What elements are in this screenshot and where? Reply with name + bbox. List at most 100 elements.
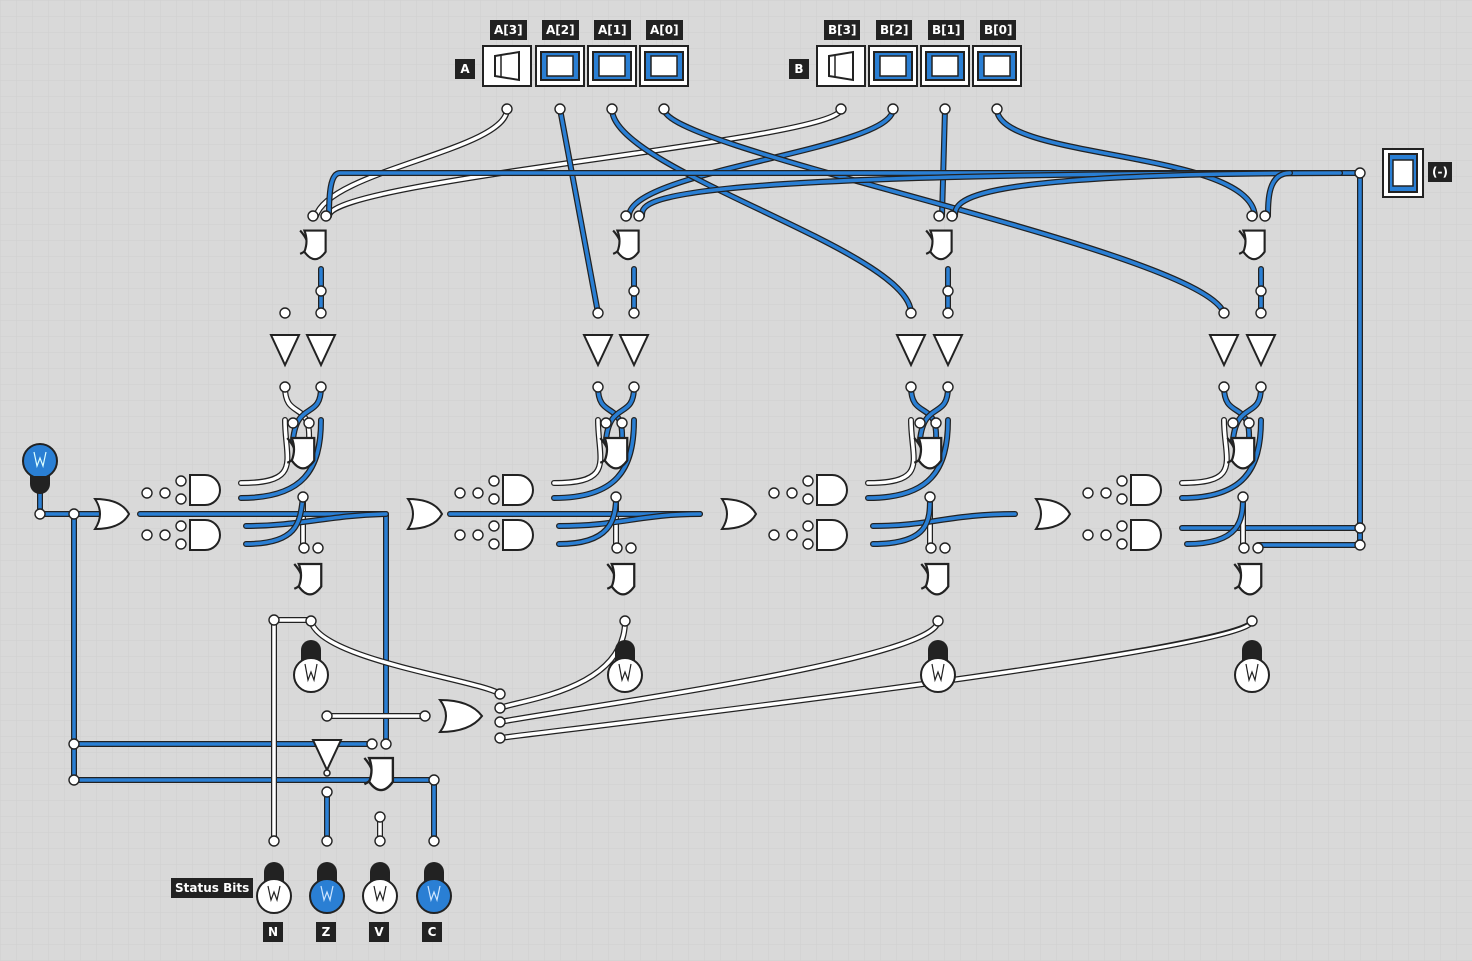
switch-a0-on-face (650, 55, 678, 77)
pin (1218, 381, 1230, 393)
status-lamp-C (416, 878, 452, 914)
wire-55-core (498, 619, 940, 724)
slice-2-bulb-filament (618, 663, 632, 683)
carry-in-lamp-base (30, 476, 50, 494)
pin (268, 614, 280, 626)
wire-56-core (498, 619, 1254, 740)
pin (1238, 542, 1250, 554)
pins (34, 103, 1366, 847)
wire-10-core (640, 171, 1342, 218)
slice-1-bulb-filament (931, 663, 945, 683)
slice-1-or (720, 497, 758, 531)
slice-1-bulb (920, 657, 956, 693)
input-b-group-label: B (789, 59, 809, 79)
input-a-group-label: A (455, 59, 475, 79)
status-lamp-V-filament (373, 885, 387, 903)
pin (619, 615, 631, 627)
pin (942, 285, 954, 297)
pin (472, 487, 484, 499)
switch-a3-off-face (494, 50, 520, 82)
pin (454, 487, 466, 499)
pin (321, 835, 333, 847)
pin (1354, 539, 1366, 551)
pin (633, 210, 645, 222)
pin (1116, 475, 1128, 487)
pin (1259, 210, 1271, 222)
pin (628, 285, 640, 297)
slice-0-buffer-0 (1208, 334, 1240, 368)
input-a2-label: A[2] (542, 20, 579, 40)
pin (942, 307, 954, 319)
pin (488, 520, 500, 532)
input-a0-label: A[0] (646, 20, 683, 40)
pin (835, 103, 847, 115)
pin (494, 716, 506, 728)
pin (494, 688, 506, 700)
wire-38-core (1222, 385, 1251, 442)
pin (374, 811, 386, 823)
slice-0-and-0 (1130, 474, 1162, 506)
pin (321, 786, 333, 798)
wire-35-core (866, 418, 950, 500)
wire-45-core (244, 512, 388, 528)
pin (175, 475, 187, 487)
pin (454, 529, 466, 541)
switch-a2-on-face (546, 55, 574, 77)
pin (939, 542, 951, 554)
pin (1082, 529, 1094, 541)
pin (159, 529, 171, 541)
pin (175, 493, 187, 505)
switch-b2-on-face (879, 55, 907, 77)
wire-29-core (552, 418, 636, 500)
status-lamp-Z (309, 878, 345, 914)
zero-not-bubble (323, 769, 331, 777)
pin (611, 542, 623, 554)
pin (802, 475, 814, 487)
input-a3-label: A[3] (490, 20, 527, 40)
pin (924, 491, 936, 503)
pin (488, 538, 500, 550)
wire-22-core (239, 418, 290, 485)
pin (68, 508, 80, 520)
zero-not (311, 739, 343, 773)
pin (554, 103, 566, 115)
pin (34, 508, 46, 520)
pin (616, 417, 628, 429)
slice-3-bulb (293, 657, 329, 693)
status-lamp-N-base (264, 862, 284, 882)
pin (620, 210, 632, 222)
pin (303, 417, 315, 429)
pin (1255, 285, 1267, 297)
pin (321, 710, 333, 722)
status-bits-title: Status Bits (171, 878, 254, 898)
pin (1116, 538, 1128, 550)
pin (68, 738, 80, 750)
pin (428, 774, 440, 786)
pin (1237, 491, 1249, 503)
slice-2-buffer-1 (618, 334, 650, 368)
carry-in-lamp-filament (33, 451, 47, 469)
pin (592, 307, 604, 319)
pin (287, 417, 299, 429)
slice-2-and-0 (502, 474, 534, 506)
wire-32-core (909, 385, 938, 442)
wire-7-core (662, 107, 1226, 315)
pin (925, 542, 937, 554)
switch-b0-on-face (983, 55, 1011, 77)
input-b3-label: B[3] (824, 20, 861, 40)
pin (141, 529, 153, 541)
pin (628, 307, 640, 319)
pin (307, 210, 319, 222)
subtract-switch-face (1392, 159, 1414, 187)
wire-33-core (918, 385, 950, 442)
switch-b3-off-face (828, 50, 854, 82)
pin (1218, 307, 1230, 319)
switch-a2-lever (540, 51, 580, 81)
pin (802, 538, 814, 550)
slice-0-or (1034, 497, 1072, 531)
pin (887, 103, 899, 115)
pin (606, 103, 618, 115)
flag-n-label: N (263, 922, 283, 942)
pin (1116, 520, 1128, 532)
